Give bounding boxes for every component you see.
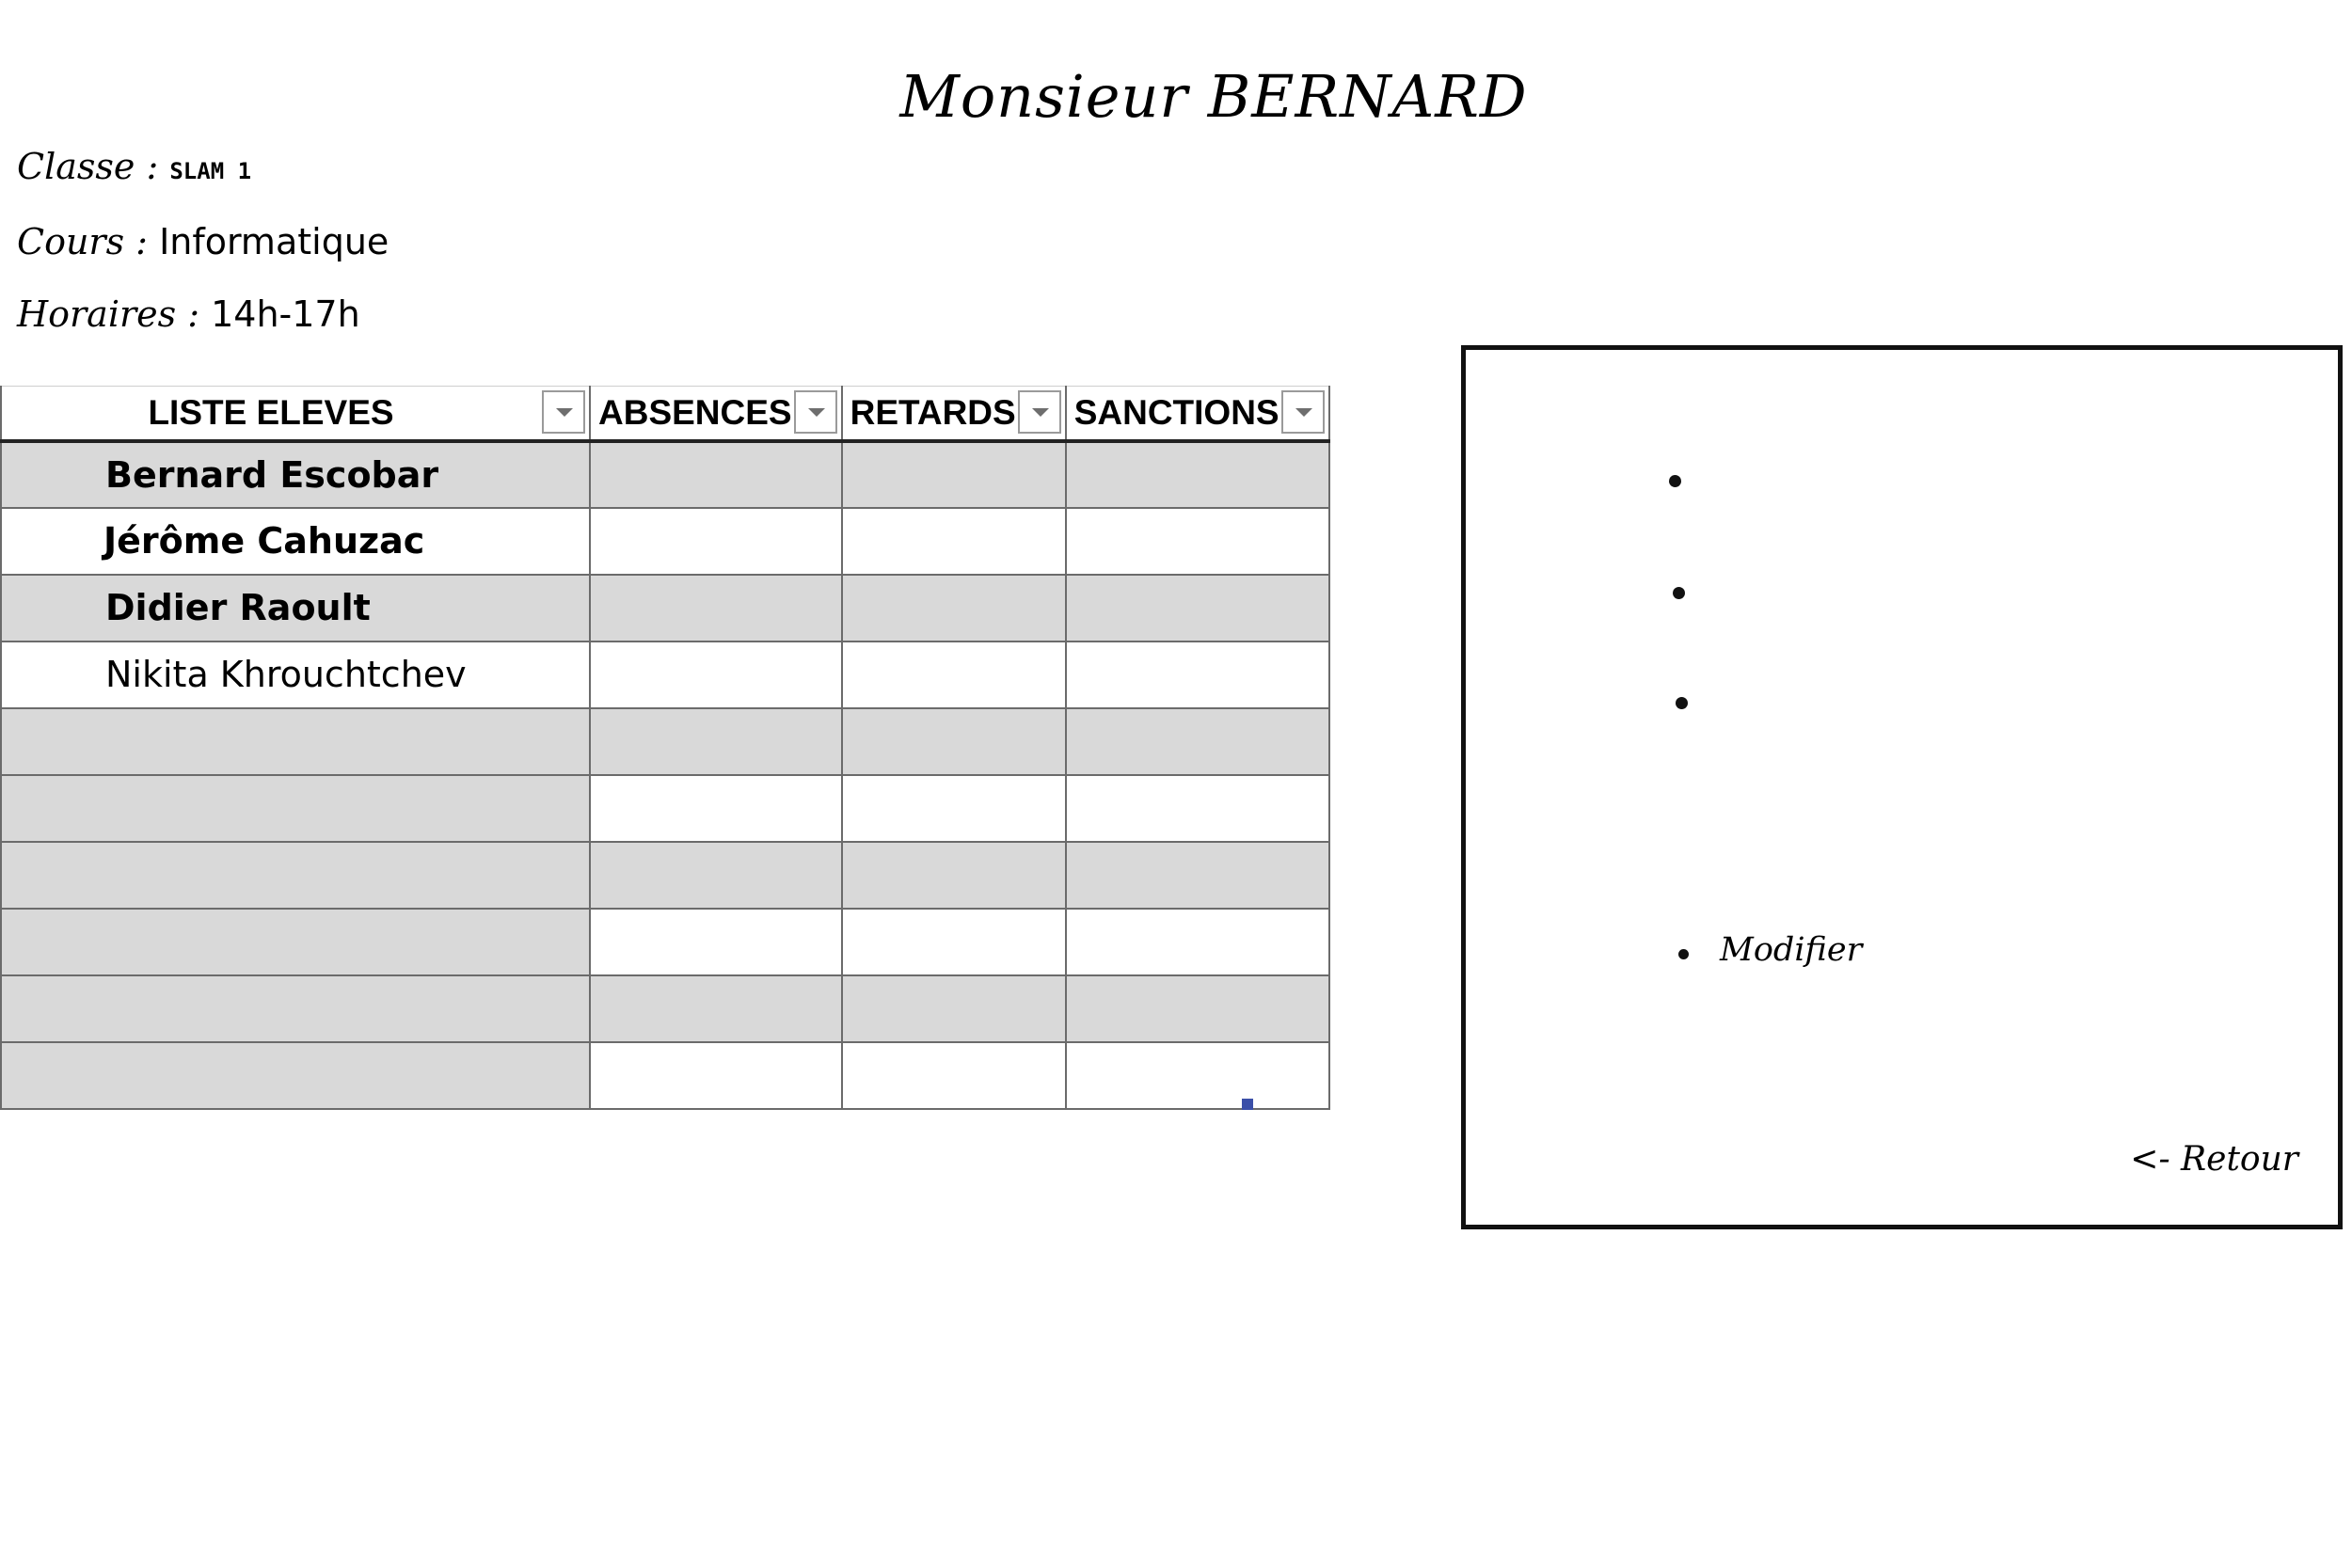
retards-cell[interactable] xyxy=(840,974,1067,1043)
table-row: Bernard Escobar xyxy=(0,439,1330,509)
absences-cell[interactable] xyxy=(589,840,843,910)
student-name-cell[interactable] xyxy=(0,974,591,1043)
bullet-icon xyxy=(1669,475,1681,487)
bullet-icon xyxy=(1673,587,1685,599)
sanctions-cell[interactable] xyxy=(1064,706,1330,776)
header-liste-eleves: LISTE ELEVES xyxy=(0,386,591,443)
table-row: Didier Raoult xyxy=(0,573,1330,642)
table-header-row: LISTE ELEVES ABSENCES RETARDS SANCTIONS xyxy=(0,386,1330,443)
info-classe: Classe : SLAM 1 xyxy=(17,146,251,188)
student-name: Nikita Khrouchtchev xyxy=(105,654,467,695)
table-row xyxy=(0,907,1330,976)
student-name: Bernard Escobar xyxy=(105,453,439,496)
header-retards: RETARDS xyxy=(840,386,1067,443)
students-table: LISTE ELEVES ABSENCES RETARDS SANCTIONS … xyxy=(0,386,1330,1110)
retards-cell[interactable] xyxy=(840,506,1067,576)
table-row: Nikita Khrouchtchev xyxy=(0,640,1330,709)
filter-dropdown-icon[interactable] xyxy=(793,390,837,434)
retards-cell[interactable] xyxy=(840,640,1067,709)
filter-dropdown-icon[interactable] xyxy=(542,390,585,434)
info-cours: Cours : Informatique xyxy=(17,221,389,263)
sanctions-cell[interactable] xyxy=(1064,1040,1330,1110)
table-row xyxy=(0,840,1330,910)
absences-cell[interactable] xyxy=(589,907,843,976)
table-row xyxy=(0,1040,1330,1110)
horaires-label: Horaires : xyxy=(17,293,212,335)
table-row xyxy=(0,974,1330,1043)
sanctions-cell[interactable] xyxy=(1064,640,1330,709)
sanctions-cell[interactable] xyxy=(1064,773,1330,843)
table-resize-handle[interactable] xyxy=(1242,1099,1253,1110)
sanctions-cell[interactable] xyxy=(1064,506,1330,576)
retards-cell[interactable] xyxy=(840,573,1067,642)
filter-dropdown-icon[interactable] xyxy=(1280,390,1325,434)
info-horaires: Horaires : 14h-17h xyxy=(17,293,360,336)
header-sanctions: SANCTIONS xyxy=(1064,386,1330,443)
table-row xyxy=(0,706,1330,776)
horaires-value: 14h-17h xyxy=(211,293,360,335)
student-name-cell[interactable]: Didier Raoult xyxy=(0,573,591,642)
student-name-cell[interactable] xyxy=(0,1040,591,1110)
retards-cell[interactable] xyxy=(840,439,1067,509)
sanctions-cell[interactable] xyxy=(1064,439,1330,509)
bullet-icon xyxy=(1676,697,1688,709)
absences-cell[interactable] xyxy=(589,506,843,576)
absences-cell[interactable] xyxy=(589,706,843,776)
student-name-cell[interactable] xyxy=(0,706,591,776)
retards-cell[interactable] xyxy=(840,706,1067,776)
cours-label: Cours : xyxy=(17,221,160,262)
student-name-cell[interactable] xyxy=(0,773,591,843)
student-name-cell[interactable] xyxy=(0,840,591,910)
absences-cell[interactable] xyxy=(589,573,843,642)
student-name-cell[interactable]: Bernard Escobar xyxy=(0,439,591,509)
absences-cell[interactable] xyxy=(589,439,843,509)
sanctions-cell[interactable] xyxy=(1064,907,1330,976)
sanctions-cell[interactable] xyxy=(1064,974,1330,1043)
back-link[interactable]: <- Retour xyxy=(2130,1140,2298,1179)
retards-cell[interactable] xyxy=(840,773,1067,843)
sanctions-cell[interactable] xyxy=(1064,573,1330,642)
student-name-cell[interactable]: Nikita Khrouchtchev xyxy=(0,640,591,709)
table-row: Jérôme Cahuzac xyxy=(0,506,1330,576)
student-name-cell[interactable]: Jérôme Cahuzac xyxy=(0,506,591,576)
absences-cell[interactable] xyxy=(589,773,843,843)
actions-panel: Modifier <- Retour xyxy=(1461,345,2343,1229)
classe-value: SLAM 1 xyxy=(169,158,252,184)
table-row xyxy=(0,773,1330,843)
classe-label: Classe : xyxy=(17,146,170,187)
bullet-icon xyxy=(1678,949,1689,959)
retards-cell[interactable] xyxy=(840,1040,1067,1110)
retards-cell[interactable] xyxy=(840,907,1067,976)
student-name: Didier Raoult xyxy=(105,587,371,628)
header-absences: ABSENCES xyxy=(589,386,843,443)
absences-cell[interactable] xyxy=(589,1040,843,1110)
student-name-cell[interactable] xyxy=(0,907,591,976)
modifier-link[interactable]: Modifier xyxy=(1720,931,1863,969)
cours-value: Informatique xyxy=(159,221,389,262)
absences-cell[interactable] xyxy=(589,640,843,709)
page-title: Monsieur BERNARD xyxy=(899,61,1528,131)
sanctions-cell[interactable] xyxy=(1064,840,1330,910)
student-name: Jérôme Cahuzac xyxy=(103,520,425,562)
retards-cell[interactable] xyxy=(840,840,1067,910)
absences-cell[interactable] xyxy=(589,974,843,1043)
filter-dropdown-icon[interactable] xyxy=(1017,390,1061,434)
